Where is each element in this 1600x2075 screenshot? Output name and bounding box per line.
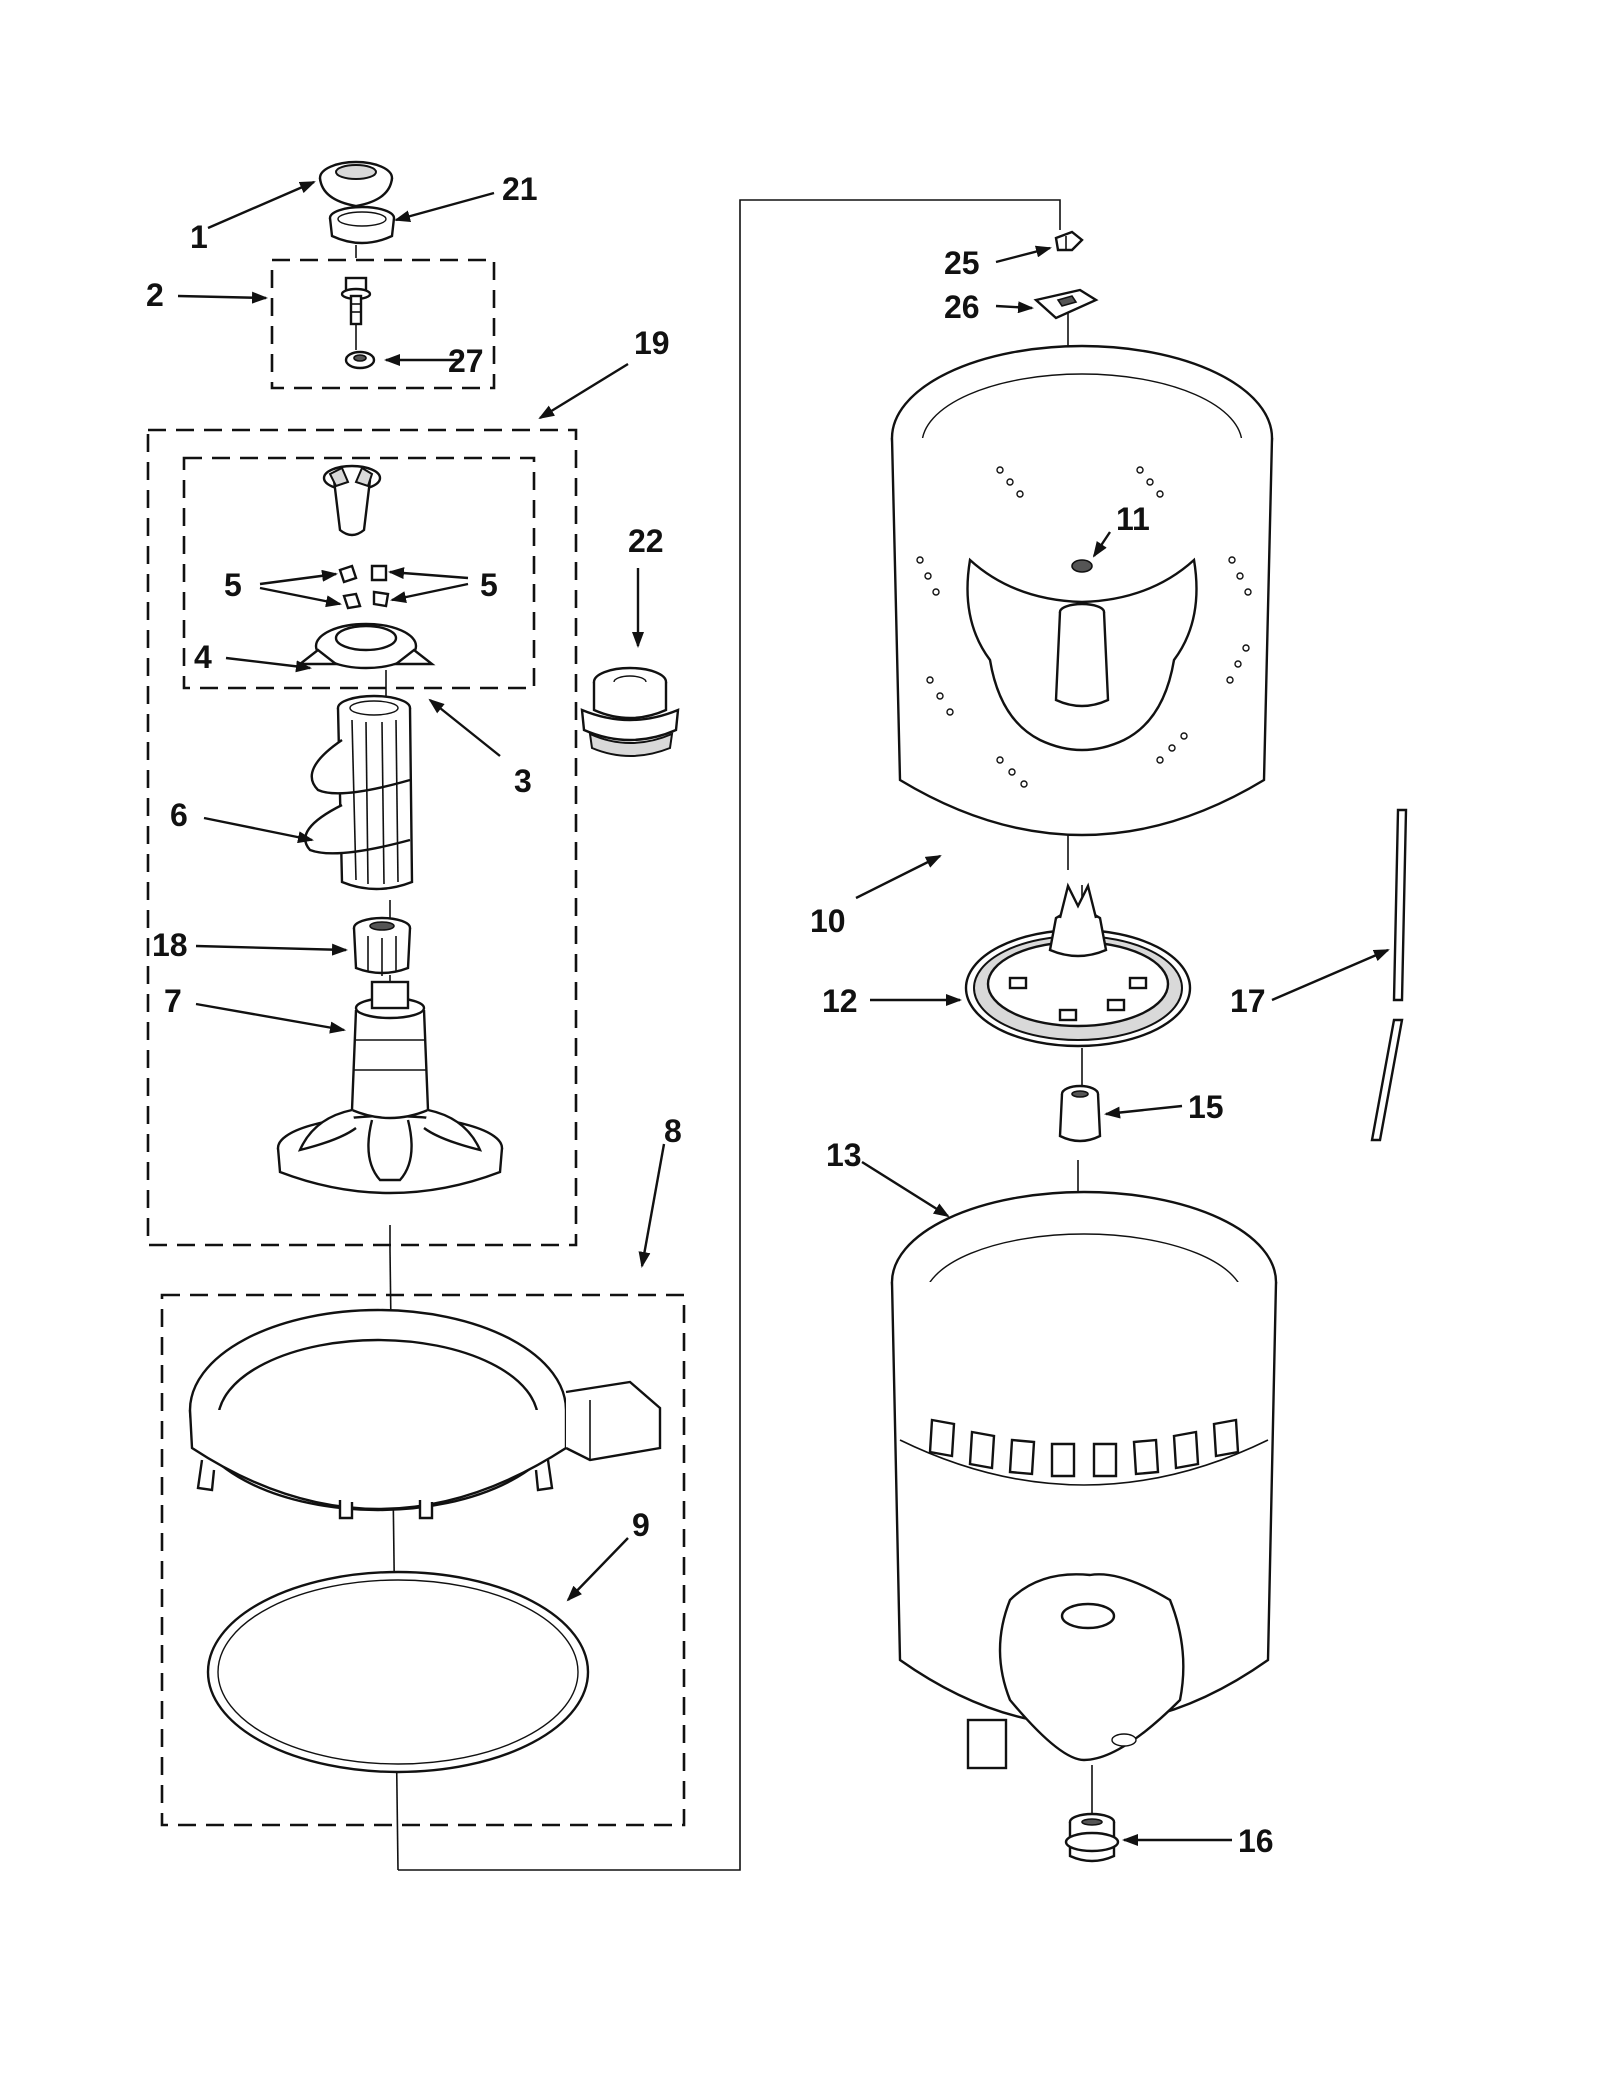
callout-15: 15 xyxy=(1188,1089,1224,1125)
part-1-agitator-cap xyxy=(318,160,394,208)
part-12-hub-and-seal xyxy=(964,882,1192,1048)
callout-1: 1 xyxy=(190,219,208,255)
callout-5-left: 5 xyxy=(224,567,242,603)
part-5-agitator-dogs xyxy=(338,564,390,610)
part-22-tub-seal xyxy=(580,666,680,757)
part-6-agitator-auger xyxy=(304,694,414,891)
callout-12: 12 xyxy=(822,983,858,1019)
tub-slots xyxy=(928,1418,1240,1478)
callout-16: 16 xyxy=(1238,1823,1274,1859)
callout-labels: 1 21 2 27 19 5 5 4 3 22 6 18 7 8 9 25 26… xyxy=(146,171,1274,1859)
part-9-tub-gasket xyxy=(206,1570,590,1774)
part-10-wash-basket xyxy=(890,344,1274,837)
callout-26: 26 xyxy=(944,289,980,325)
callout-8: 8 xyxy=(664,1113,682,1149)
group-box-8 xyxy=(160,1293,686,1827)
callout-18: 18 xyxy=(152,927,188,963)
group-box-2 xyxy=(270,258,496,390)
part-15-drive-coupling xyxy=(1058,1084,1102,1143)
callout-3: 3 xyxy=(514,763,532,799)
part-13-outer-tub xyxy=(890,1190,1278,1770)
callout-4: 4 xyxy=(194,639,212,675)
part-25-clip xyxy=(1054,230,1084,252)
callout-13: 13 xyxy=(826,1137,862,1173)
callout-22: 22 xyxy=(628,523,664,559)
callout-27: 27 xyxy=(448,343,484,379)
part-16-drain-plug xyxy=(1064,1812,1120,1863)
callout-9: 9 xyxy=(632,1507,650,1543)
part-18-spline-clutch xyxy=(352,916,412,976)
callout-25: 25 xyxy=(944,245,980,281)
group-box-19 xyxy=(146,428,578,1247)
basket-holes xyxy=(916,466,1252,788)
part-17-hose xyxy=(1370,808,1408,1142)
part-8-tub-ring xyxy=(188,1308,662,1520)
callout-5-right: 5 xyxy=(480,567,498,603)
callout-2: 2 xyxy=(146,277,164,313)
part-27-washer xyxy=(344,350,376,370)
callout-11: 11 xyxy=(1116,501,1150,537)
callout-17: 17 xyxy=(1230,983,1266,1019)
part-21-cap-ring xyxy=(328,205,396,245)
part-26-spring xyxy=(1033,288,1099,320)
part-2-bolt xyxy=(340,276,372,326)
part-7-agitator-base xyxy=(276,980,504,1195)
callout-7: 7 xyxy=(164,983,182,1019)
part-3-agitator-cam xyxy=(322,464,382,537)
callout-21: 21 xyxy=(502,171,538,207)
callout-10: 10 xyxy=(810,903,846,939)
part-4-bearing-plate xyxy=(296,622,436,670)
group-box-3 xyxy=(182,456,536,690)
callout-19: 19 xyxy=(634,325,670,361)
callout-6: 6 xyxy=(170,797,188,833)
callout-arrows xyxy=(177,180,1390,1846)
